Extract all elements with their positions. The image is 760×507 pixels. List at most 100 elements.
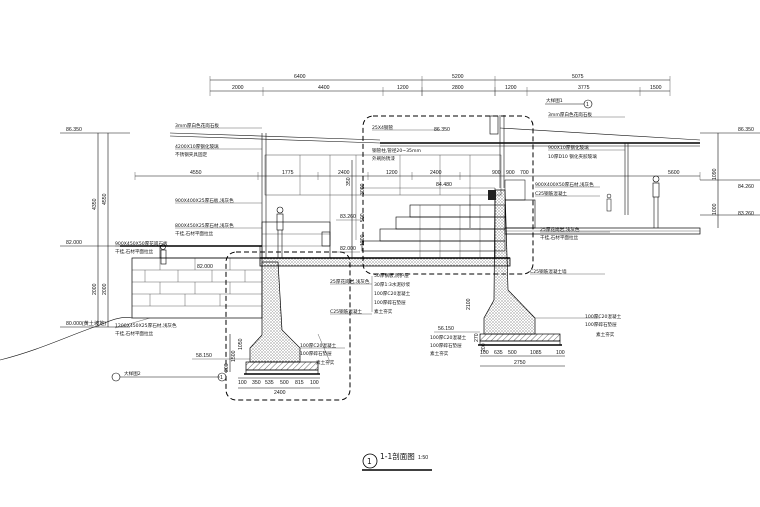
- vdim-center-1: 350: [346, 177, 352, 186]
- note-9: 10厚D10 钢化夹胶玻璃: [548, 153, 597, 160]
- dim-top-r2-2: 4400: [318, 85, 330, 91]
- note-12: 900X400X25厚石板,浅灰色: [175, 197, 234, 204]
- note-21: 25厚花岗岩,浅灰色: [540, 226, 580, 233]
- elev-c2: 82.000: [340, 246, 356, 252]
- note-6: 外刷防锈漆: [372, 155, 395, 162]
- drawing-title: 1 1-1剖面图 1:50: [362, 451, 432, 471]
- note-20: C25钢筋混凝土: [330, 308, 362, 315]
- note-27: 100厚碎石垫层: [374, 299, 406, 306]
- detail-boundary-1: [362, 115, 534, 275]
- annotation-leaders: [114, 116, 625, 363]
- bdim-r-5: 100: [556, 350, 565, 356]
- note-28: 素土夯实: [374, 308, 393, 315]
- bdim-l-6: 100: [310, 380, 319, 386]
- note-31: 素土夯实: [316, 359, 335, 366]
- dim-mid-small-2: 900: [506, 170, 515, 176]
- vdim-b-5: 270: [474, 333, 480, 342]
- note-24: 50厚钢板,防护层: [374, 272, 409, 279]
- elev-c1: 83.260: [340, 214, 356, 220]
- dim-top-r2-5: 1200: [505, 85, 517, 91]
- detail-ref-1: 大样图1 1: [545, 97, 593, 109]
- elev-c6: 58.150: [196, 353, 212, 359]
- vdim-left-1: 4350: [92, 198, 98, 210]
- bdim-l-4: 500: [280, 380, 289, 386]
- note-3: 不锈钢夹具固定: [175, 151, 208, 158]
- note-29: 100厚C20混凝土: [300, 342, 337, 349]
- bdim-l-2: 350: [252, 380, 261, 386]
- note-34: 素土夯实: [596, 331, 615, 338]
- top-dimension-chain: 6400 5200 5075 2000 4400 1200 2800 1200 …: [209, 74, 671, 96]
- bdim-l-total: 2400: [274, 390, 286, 396]
- right-elevations: 86.350 84.260 83.260 1090 1000: [700, 127, 760, 228]
- note-23: C25钢筋混凝土墙: [530, 268, 567, 275]
- elev-right-mid: 84.260: [738, 184, 754, 190]
- vdim-center-3: 500: [360, 213, 366, 222]
- center-elevations: 83.260 82.000 82.000 84.480 86.350 58.15…: [192, 127, 480, 360]
- note-32: 100厚C20混凝土: [585, 313, 622, 320]
- elev-c7: 56.150: [438, 326, 454, 332]
- bottom-dims-right: 100 635 500 1085 100 2750: [480, 350, 565, 367]
- left-stone-wall: [120, 245, 263, 319]
- note-36: 100厚碎石垫层: [430, 342, 462, 349]
- dim-top-3: 5075: [572, 74, 584, 80]
- elev-left-top: 86.350: [66, 127, 82, 133]
- dim-top-1: 6400: [294, 74, 306, 80]
- vdim-b-6: 200: [481, 343, 487, 352]
- left-elevations: 86.350 82.000 80.000(黄土坡地) 4350 4550 200…: [60, 127, 130, 328]
- vdim-right-1: 1090: [712, 168, 718, 180]
- elev-c5: 86.350: [434, 127, 450, 133]
- note-33: 100厚碎石垫层: [585, 321, 617, 328]
- note-2: 4200X10厚钢化玻璃: [175, 143, 219, 150]
- bdim-r-3: 500: [508, 350, 517, 356]
- note-13: 800X450X25厚石材,浅灰色: [175, 222, 234, 229]
- bdim-l-1: 100: [238, 380, 247, 386]
- right-foundation: [478, 115, 562, 346]
- dim-mid-5: 2400: [430, 170, 442, 176]
- dim-mid-4: 1200: [386, 170, 398, 176]
- note-35: 100厚C20混凝土: [430, 334, 467, 341]
- vdim-center-2: 3000: [360, 183, 366, 195]
- vdim-b-3: 1050: [238, 338, 244, 350]
- person-figure-small: [606, 193, 612, 212]
- dim-mid-small-3: 700: [520, 170, 529, 176]
- elev-right-top: 86.350: [738, 127, 754, 133]
- title-number: 1: [367, 457, 372, 466]
- note-16: 干挂,石材平面拉丝: [115, 248, 154, 255]
- note-25: 30厚1:3水泥砂浆: [374, 281, 411, 288]
- vdim-left-2: 4550: [102, 193, 108, 205]
- detail-ref-2-label: 大样图2: [124, 370, 141, 377]
- note-26: 100厚C20混凝土: [374, 290, 411, 297]
- annotations: 3mm厚白色花岗石板 4200X10厚钢化玻璃 不锈钢夹具固定 25X4钢管 钢…: [115, 111, 622, 366]
- note-1: 3mm厚白色花岗石板: [175, 122, 219, 129]
- bdim-l-3: 535: [265, 380, 274, 386]
- dim-mid-6: 5600: [668, 170, 680, 176]
- dim-top-r2-3: 1200: [397, 85, 409, 91]
- note-15: 900X450X50厚花岗石板: [115, 240, 168, 247]
- note-22: 干挂,石材平面拉丝: [540, 234, 579, 241]
- bdim-r-2: 635: [494, 350, 503, 356]
- dim-top-r2-4: 2800: [452, 85, 464, 91]
- dim-mid-3: 2400: [338, 170, 350, 176]
- central-platform: [160, 187, 511, 267]
- canopy-structure: [169, 115, 701, 258]
- note-30: 100厚碎石垫层: [300, 350, 332, 357]
- person-figure-left: [276, 206, 284, 258]
- detail-ref-2: 大样图2 1: [111, 370, 227, 382]
- note-8: 900X10厚钢化玻璃: [548, 144, 589, 151]
- vdim-b-2: 1500: [231, 350, 237, 362]
- mid-dimension-chain: 4550 1775 2400 1200 2400 5600 900 900 70…: [134, 170, 701, 180]
- note-18: 干挂,石材平面拉丝: [115, 330, 154, 337]
- note-5: 钢管柱,管径20~35mm: [372, 147, 421, 154]
- detail-boundary-2: [225, 251, 351, 401]
- title-text: 1-1剖面图: [380, 451, 415, 461]
- elev-c3: 82.000: [197, 264, 213, 270]
- elev-left-mid: 82.000: [66, 240, 82, 246]
- vdim-right-2: 1000: [712, 203, 718, 215]
- detail-ref-1-number: 1: [586, 102, 589, 108]
- bottom-dims-left: 100 350 535 500 815 100 2400: [238, 377, 320, 396]
- note-37: 素土夯实: [430, 350, 449, 357]
- dim-top-r2-7: 1500: [650, 85, 662, 91]
- bdim-l-5: 815: [295, 380, 304, 386]
